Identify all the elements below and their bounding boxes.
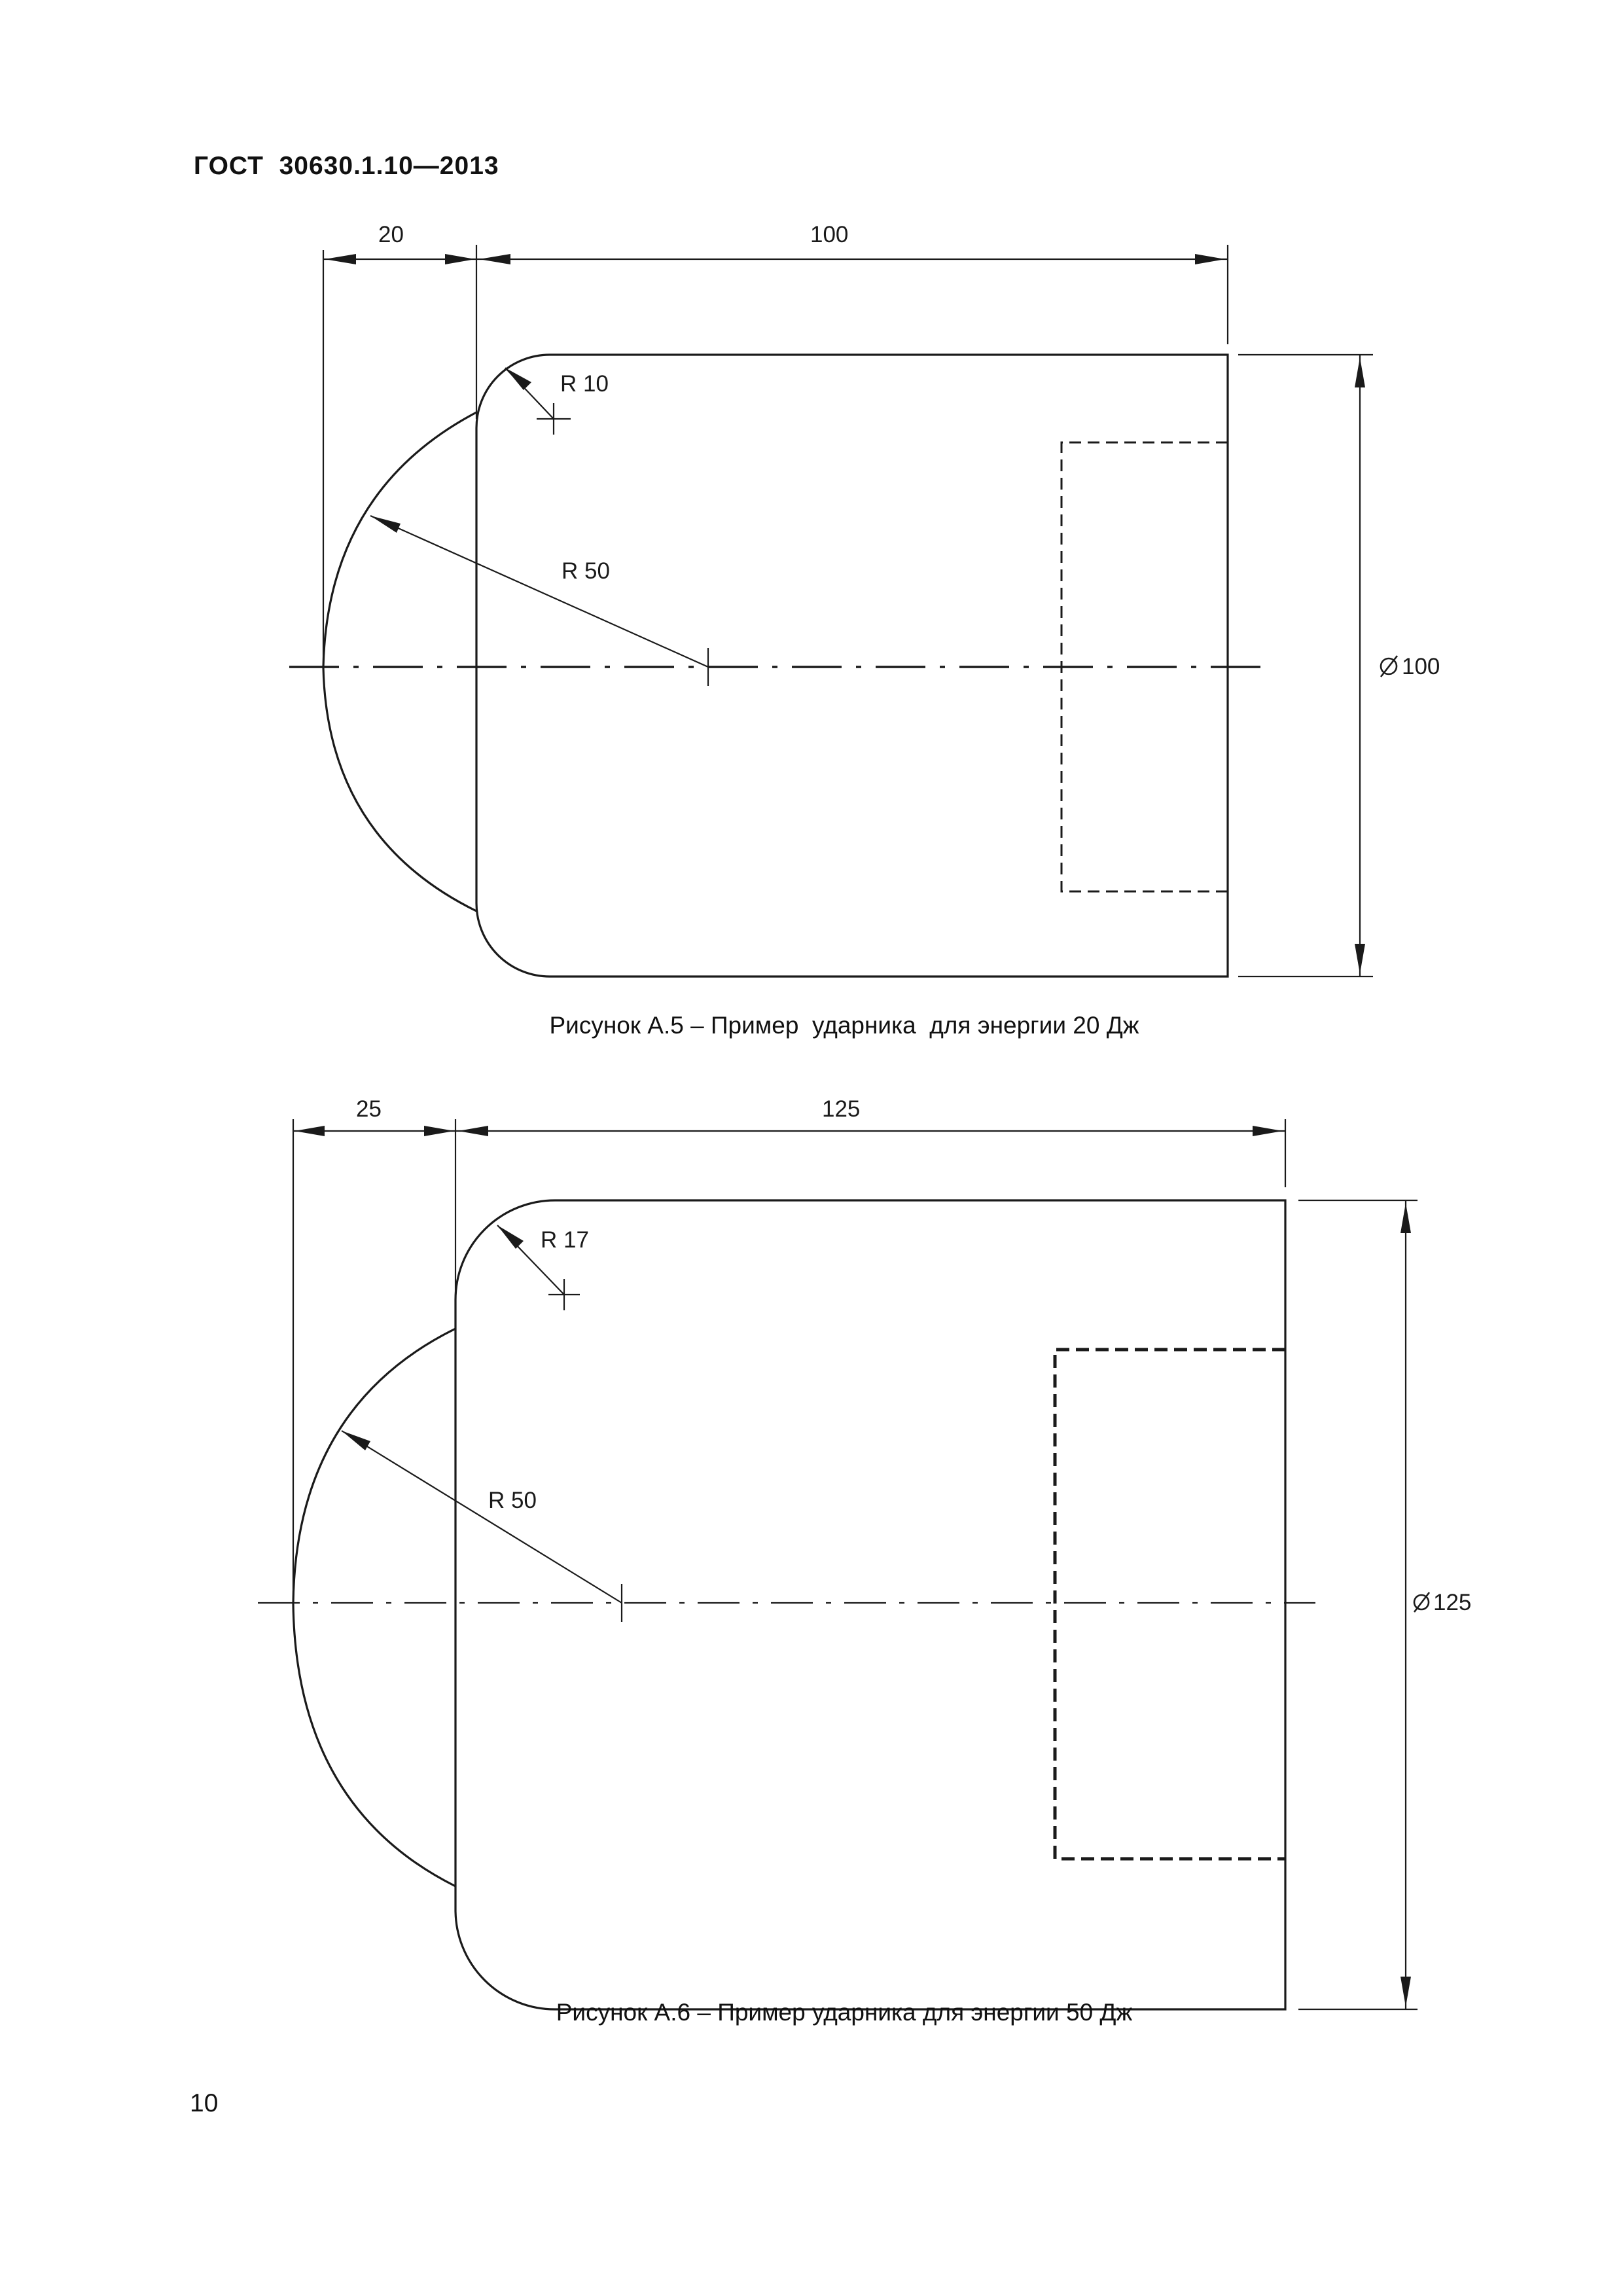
a5-small-radius-label: R 10 (560, 371, 609, 397)
a6-dim-arrow (1253, 1126, 1283, 1136)
a6-dim-arrow (424, 1126, 454, 1136)
a5-dim-arrow (505, 368, 531, 390)
figure-a5-drawing: 20 100 100 R 10 R 50 (289, 222, 1440, 978)
striker-a5-nose-arc (322, 411, 477, 912)
a5-nose-length-label: 20 (378, 222, 404, 247)
a5-r50-leader (370, 514, 709, 668)
striker-a6-body-outline (454, 1199, 1287, 2011)
a6-diameter-label: 125 (1433, 1590, 1471, 1615)
diameter-icon (1413, 1592, 1431, 1613)
page-number: 10 (190, 2089, 219, 2117)
a5-body-length-label: 100 (810, 222, 848, 247)
a6-dim-arrow (294, 1126, 325, 1136)
a6-dim-arrow (1400, 1977, 1411, 2007)
a5-dim-arrow (370, 516, 401, 533)
diameter-icon (1380, 655, 1399, 677)
a6-r17-center-cross (548, 1279, 580, 1310)
a5-dim-arrow (1355, 944, 1365, 974)
striker-a5-body-outline (475, 353, 1229, 978)
a6-dim-arrow (458, 1126, 488, 1136)
a6-dim-arrow (1400, 1203, 1411, 1233)
document-header: ГОСТ 30630.1.10—2013 (194, 152, 499, 180)
striker-a6-hidden-bore (1053, 1348, 1285, 1861)
a6-large-radius-label: R 50 (488, 1488, 537, 1513)
figure-a6-caption: Рисунок А.6 – Пример ударника для энерги… (556, 1999, 1133, 2026)
a6-r50-leader (341, 1430, 622, 1604)
a6-body-length-label: 125 (822, 1096, 860, 1122)
a6-dim-arrow (497, 1225, 524, 1249)
a6-nose-length-label: 25 (356, 1096, 382, 1122)
a5-r10-center-cross (537, 403, 571, 435)
a5-dim-arrow (1195, 254, 1225, 264)
figure-a5-caption: Рисунок А.5 – Пример ударника для энерги… (549, 1012, 1139, 1039)
a6-small-radius-label: R 17 (541, 1227, 589, 1253)
a5-dim-arrow (445, 254, 475, 264)
figure-a6-drawing: 25 125 125 R 17 R 50 (258, 1096, 1471, 2011)
a5-dim-arrow (1355, 357, 1365, 387)
striker-a6-nose-arc (292, 1327, 456, 1888)
a5-dim-arrow (325, 254, 356, 264)
a5-diameter-label: 100 (1402, 654, 1440, 679)
a5-dim-arrow (479, 254, 510, 264)
a5-large-radius-label: R 50 (562, 558, 610, 584)
a6-dim-arrow (342, 1431, 370, 1450)
